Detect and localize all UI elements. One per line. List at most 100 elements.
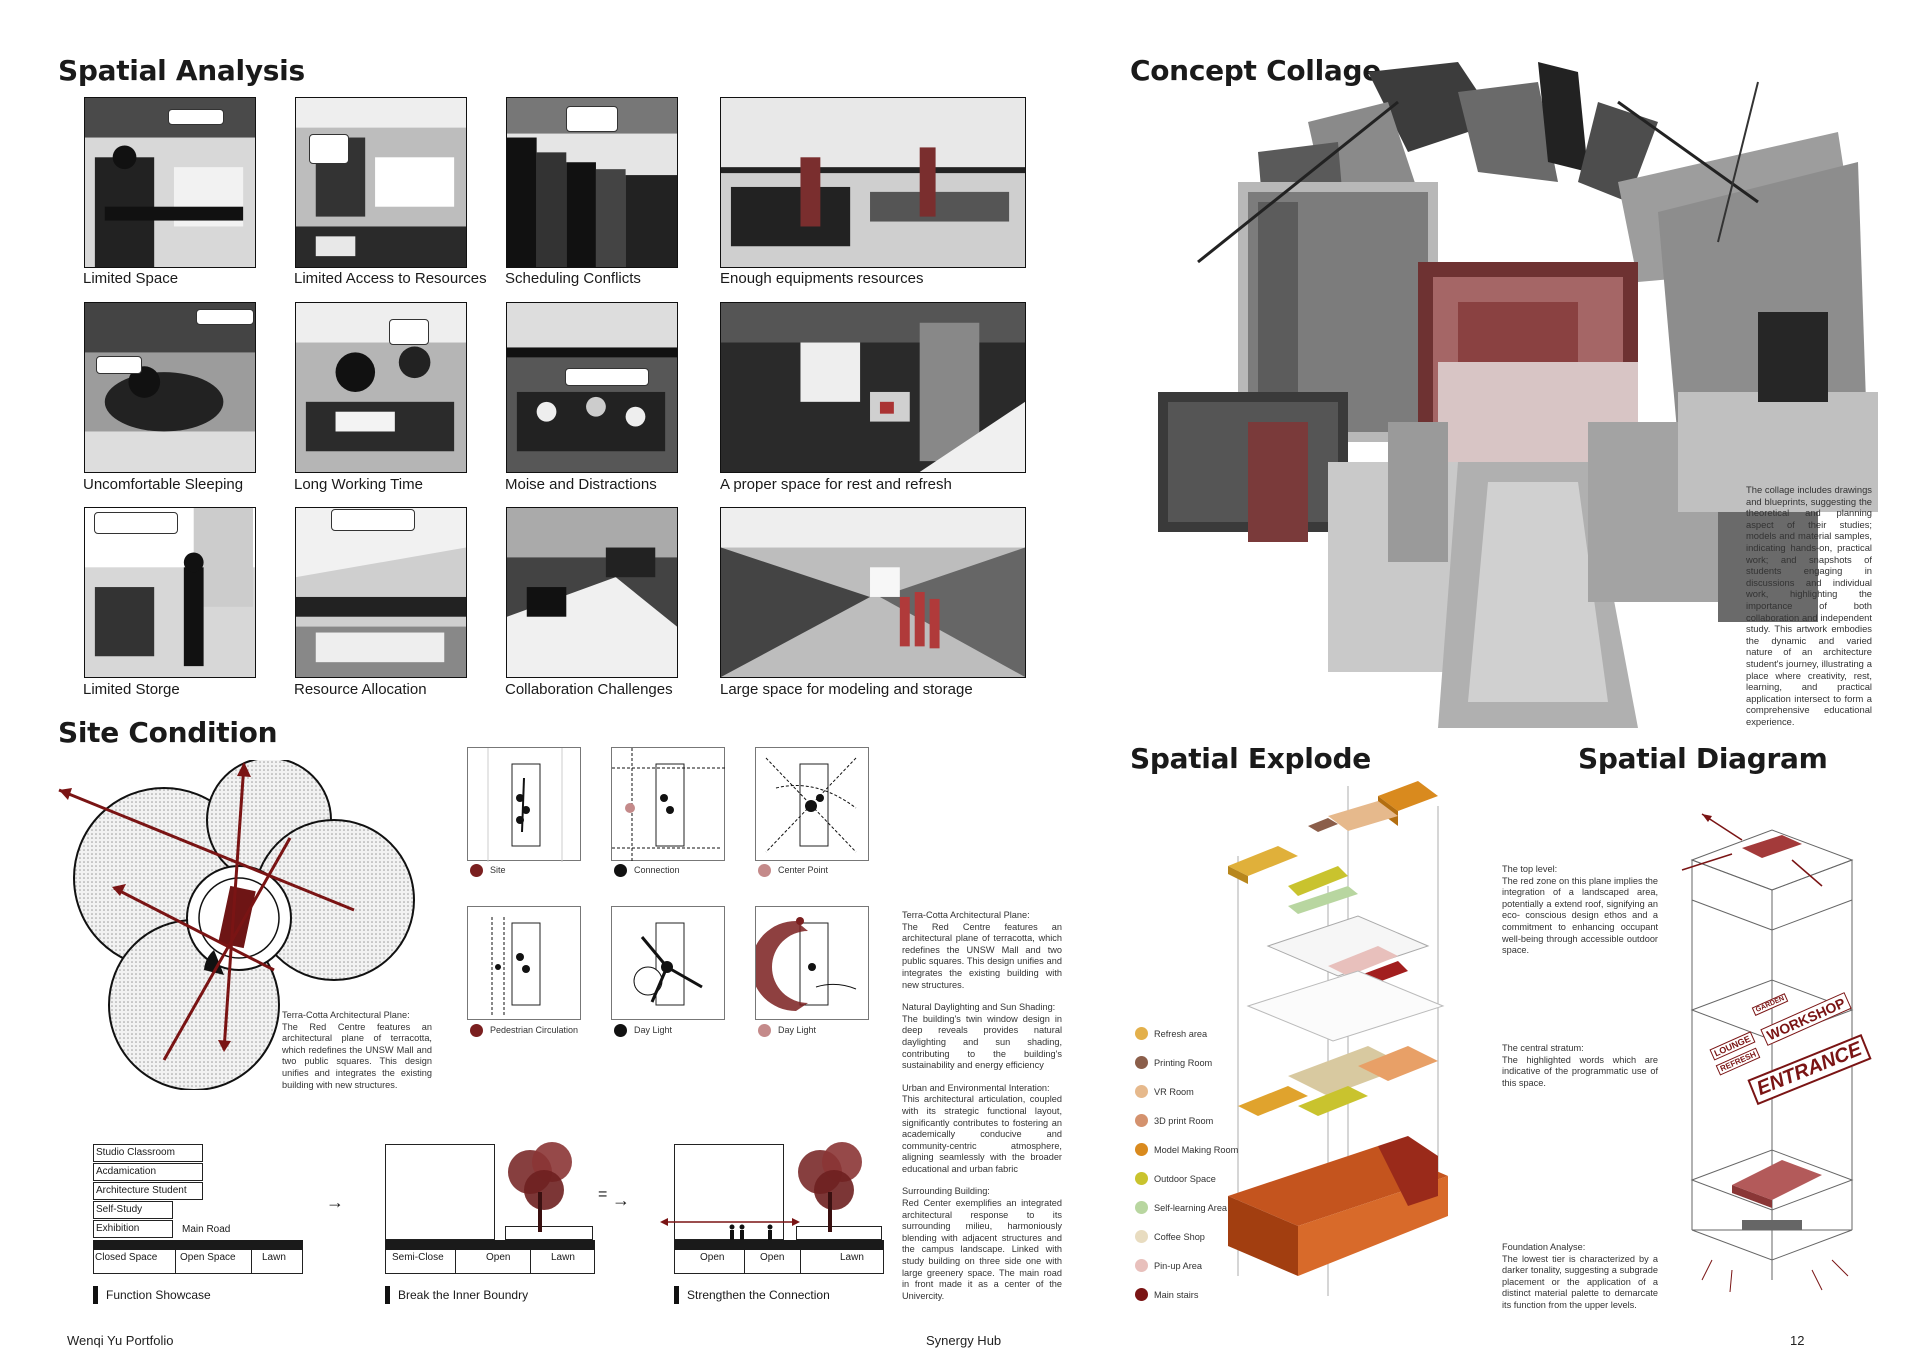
caption-resource-allocation: Resource Allocation bbox=[294, 681, 427, 698]
cell-lawn: Lawn bbox=[262, 1252, 286, 1263]
photo-collaboration-challenges bbox=[506, 507, 678, 678]
stack-row: Self-Study bbox=[93, 1201, 173, 1219]
caption-uncomfortable-sleeping: Uncomfortable Sleeping bbox=[83, 476, 244, 493]
spatial-diagram-axon bbox=[1681, 813, 1854, 1293]
footer-project: Synergy Hub bbox=[926, 1333, 1002, 1348]
legend-dot bbox=[1135, 1230, 1148, 1243]
caption-limited-storage: Limited Storge bbox=[83, 681, 180, 698]
para-urban: Urban and Environmental Interation: This… bbox=[902, 1083, 1062, 1176]
caption-modeling-storage: Large space for modeling and storage bbox=[720, 681, 973, 698]
block-caption-break-inner-boundary: Break the Inner Boundry bbox=[385, 1286, 528, 1304]
legend-dot bbox=[470, 864, 483, 877]
legend-dot bbox=[1135, 1143, 1148, 1156]
cell-lawn: Lawn bbox=[840, 1252, 864, 1263]
legend-dot bbox=[1135, 1114, 1148, 1127]
mini-connection bbox=[611, 747, 726, 862]
photo-limited-storage bbox=[84, 507, 256, 678]
cell-open: Open bbox=[700, 1252, 725, 1263]
legend-pedestrian: Pedestrian Circulation bbox=[490, 1025, 579, 1035]
speech-bubble bbox=[565, 368, 649, 386]
legend-dot bbox=[1135, 1056, 1148, 1069]
site-circles-diagram bbox=[58, 760, 415, 1090]
building-outline bbox=[385, 1144, 495, 1240]
stack-row: Studio Classroom bbox=[93, 1144, 203, 1162]
legend-dot bbox=[1135, 1027, 1148, 1040]
speech-bubble bbox=[389, 319, 429, 345]
caption-long-working-time: Long Working Time bbox=[294, 476, 423, 493]
cell-closed-space: Closed Space bbox=[95, 1252, 158, 1263]
legend-dot bbox=[470, 1024, 483, 1037]
legend-daylight-2: Day Light bbox=[778, 1025, 817, 1035]
concept-collage-image bbox=[1158, 62, 1878, 728]
legend-vr-room: VR Room bbox=[1154, 1087, 1194, 1097]
legend-dot bbox=[1135, 1201, 1148, 1214]
photo-enough-equipments bbox=[720, 97, 1026, 268]
cell-open-space: Open Space bbox=[180, 1252, 236, 1263]
caption-rest-refresh: A proper space for rest and refresh bbox=[720, 476, 952, 493]
photo-rest-refresh bbox=[720, 302, 1026, 473]
heading-spatial-explode: Spatial Explode bbox=[1130, 742, 1371, 775]
para-title: Urban and Environmental Interation: bbox=[902, 1082, 1050, 1093]
para-surrounding: Surrounding Building: Red Center exempli… bbox=[902, 1186, 1062, 1302]
ground-cells bbox=[93, 1250, 303, 1274]
cell-divider bbox=[251, 1250, 252, 1274]
photo-resource-allocation bbox=[295, 507, 467, 678]
legend-dot bbox=[614, 1024, 627, 1037]
legend-dot bbox=[758, 1024, 771, 1037]
legend-pin-up-area: Pin-up Area bbox=[1154, 1261, 1203, 1271]
diagram-central-note: The central stratum: The highlighted wor… bbox=[1502, 1043, 1658, 1088]
speech-bubble bbox=[196, 309, 254, 325]
stack-row: Exhibition bbox=[93, 1220, 173, 1238]
footer-page-number: 12 bbox=[1790, 1333, 1805, 1348]
annex-outline bbox=[796, 1226, 882, 1240]
para-body: This architectural articulation, coupled… bbox=[902, 1094, 1062, 1174]
ground-bar bbox=[385, 1240, 595, 1250]
people-icon bbox=[729, 1224, 773, 1240]
mini-daylight-1 bbox=[611, 906, 725, 1020]
photo-long-working-time bbox=[295, 302, 467, 473]
legend-dot bbox=[614, 864, 627, 877]
legend-model-making-room: Model Making Room bbox=[1154, 1145, 1239, 1155]
cell-open: Open bbox=[486, 1252, 511, 1263]
tree-icon bbox=[508, 1142, 572, 1232]
speech-bubble bbox=[331, 509, 415, 531]
site-main-note-body: The Red Centre features an architectural… bbox=[282, 1021, 432, 1090]
legend-3d-print-room: 3D print Room bbox=[1154, 1116, 1214, 1126]
mini-center-point bbox=[755, 747, 869, 861]
para-title: Surrounding Building: bbox=[902, 1186, 990, 1197]
caption-limited-space: Limited Space bbox=[83, 270, 179, 287]
main-road-label: Main Road bbox=[182, 1224, 231, 1235]
building-outline bbox=[674, 1144, 784, 1240]
para-body: The Red Centre features an architectural… bbox=[902, 921, 1062, 990]
cell-divider bbox=[175, 1250, 176, 1274]
site-text-column: Terra-Cotta Architectural Plane: The Red… bbox=[902, 910, 1062, 1302]
legend-dot bbox=[1135, 1172, 1148, 1185]
legend-center-point: Center Point bbox=[778, 865, 829, 875]
heading-site-condition: Site Condition bbox=[58, 716, 278, 749]
ground-bar bbox=[674, 1240, 884, 1250]
stack-row: Architecture Student bbox=[93, 1182, 203, 1200]
block-caption-strengthen-connection: Strengthen the Connection bbox=[674, 1286, 830, 1304]
legend-connection: Connection bbox=[634, 865, 680, 875]
site-main-note: Terra-Cotta Architectural Plane: The Red… bbox=[282, 1010, 432, 1091]
cell-divider bbox=[744, 1250, 745, 1274]
speech-bubble bbox=[94, 512, 178, 534]
footer-author: Wenqi Yu Portfolio bbox=[67, 1333, 174, 1348]
diagram-foundation-note: Foundation Analyse: The lowest tier is c… bbox=[1502, 1242, 1658, 1310]
cell-lawn: Lawn bbox=[551, 1252, 575, 1263]
caption-collaboration-challenges: Collaboration Challenges bbox=[505, 681, 673, 698]
speech-bubble bbox=[168, 109, 224, 125]
equals-icon: = bbox=[598, 1186, 608, 1203]
legend-site: Site bbox=[490, 865, 506, 875]
photo-uncomfortable-sleeping bbox=[84, 302, 256, 473]
mini-daylight-2 bbox=[751, 906, 869, 1020]
legend-main-stairs: Main stairs bbox=[1154, 1290, 1199, 1300]
ground-cells bbox=[674, 1250, 884, 1274]
spatial-explode-axon bbox=[1228, 781, 1448, 1296]
para-body: Red Center exemplifies an integrated arc… bbox=[902, 1198, 1062, 1301]
legend-outdoor-space: Outdoor Space bbox=[1154, 1174, 1216, 1184]
legend-dot bbox=[1135, 1288, 1148, 1301]
mini-site bbox=[467, 747, 581, 862]
photo-modeling-storage bbox=[720, 507, 1026, 678]
double-arrow-icon bbox=[660, 1218, 800, 1226]
